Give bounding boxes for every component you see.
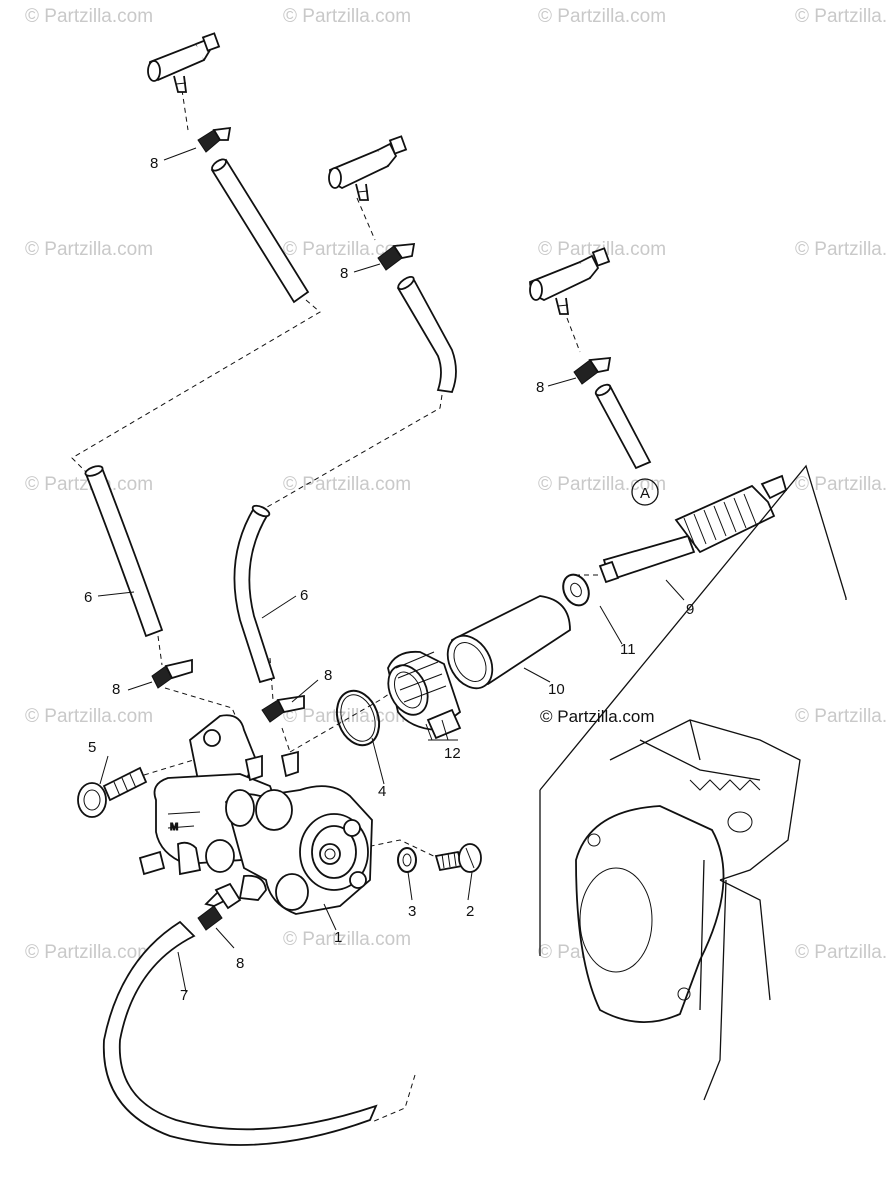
hose-6-right: [233, 504, 276, 684]
watermark: © Partzilla.com: [795, 942, 887, 963]
callouts: 8 8 8 6 6 8 8 5 4 3 2 1 8 7 9 11 10 12: [84, 155, 694, 1004]
ref-a-marker: A: [631, 478, 659, 506]
hose-upper-2: [396, 275, 457, 393]
watermark: © Partzilla.com: [25, 239, 153, 260]
assembly-lines: [71, 89, 598, 1123]
copyright-notice: © Partzilla.com: [540, 707, 655, 726]
banjo-bolt-5: [77, 766, 148, 818]
worm-gear-12: [387, 650, 462, 740]
watermark: © Partzilla.com: [25, 6, 153, 27]
callout-10: 10: [548, 681, 565, 698]
callout-8: 8: [340, 265, 348, 282]
clamp-8: [261, 694, 305, 723]
watermark: © Partzilla.com: [795, 706, 887, 727]
callout-6: 6: [84, 589, 92, 606]
washer-3: [397, 847, 417, 873]
watermark: © Partzilla.com: [25, 474, 153, 495]
callout-8: 8: [324, 667, 332, 684]
callout-2: 2: [466, 903, 474, 920]
oil-pump-body-1: M: [138, 714, 373, 915]
banjo-fitting-1: [147, 32, 221, 93]
callout-1: 1: [334, 929, 342, 946]
callout-3: 3: [408, 903, 416, 920]
engine-case-inset: [539, 464, 847, 1101]
pump-marking: M: [170, 822, 178, 833]
watermark-layer: © Partzilla.com © Partzilla.com © Partzi…: [25, 6, 887, 963]
callout-5: 5: [88, 739, 96, 756]
watermark: © Partzilla.com: [25, 942, 153, 963]
clamp-8: [377, 242, 416, 271]
watermark: © Partzilla.com: [538, 474, 666, 495]
watermark: © Partzilla.com: [283, 929, 411, 950]
callout-12: 12: [444, 745, 461, 762]
callout-11: 11: [620, 641, 636, 658]
watermark: © Partzilla.com: [283, 474, 411, 495]
callout-6: 6: [300, 587, 308, 604]
o-ring-4: [335, 689, 381, 747]
callout-4: 4: [378, 783, 386, 800]
bleed-screw-2: [434, 843, 482, 873]
callout-8: 8: [112, 681, 120, 698]
clamp-8: [197, 126, 232, 153]
banjo-fitting-3: [529, 247, 611, 315]
callout-7: 7: [180, 987, 188, 1004]
hose-7: [102, 920, 378, 1146]
banjo-fitting-2: [328, 135, 408, 201]
leader-lines: [97, 147, 685, 993]
hose-upper-3: [594, 383, 652, 470]
callout-8: 8: [536, 379, 544, 396]
watermark: © Partzilla.com: [283, 6, 411, 27]
washer-11: [562, 573, 590, 607]
watermark: © Partzilla.com: [795, 239, 887, 260]
sleeve-10: [446, 595, 571, 690]
watermark: © Partzilla.com: [795, 6, 887, 27]
clamp-8: [573, 356, 612, 385]
clamp-8: [151, 658, 193, 689]
drive-shaft-9: [598, 474, 788, 584]
watermark: © Partzilla.com: [283, 239, 411, 260]
ref-a-label: A: [640, 485, 650, 502]
callout-9: 9: [686, 601, 694, 618]
watermark: © Partzilla.com: [25, 706, 153, 727]
callout-8: 8: [236, 955, 244, 972]
watermark: © Partzilla.com: [795, 474, 887, 495]
hose-6-left: [84, 465, 164, 638]
callout-8: 8: [150, 155, 158, 172]
watermark: © Partzilla.com: [538, 6, 666, 27]
hose-upper-1: [210, 158, 310, 304]
